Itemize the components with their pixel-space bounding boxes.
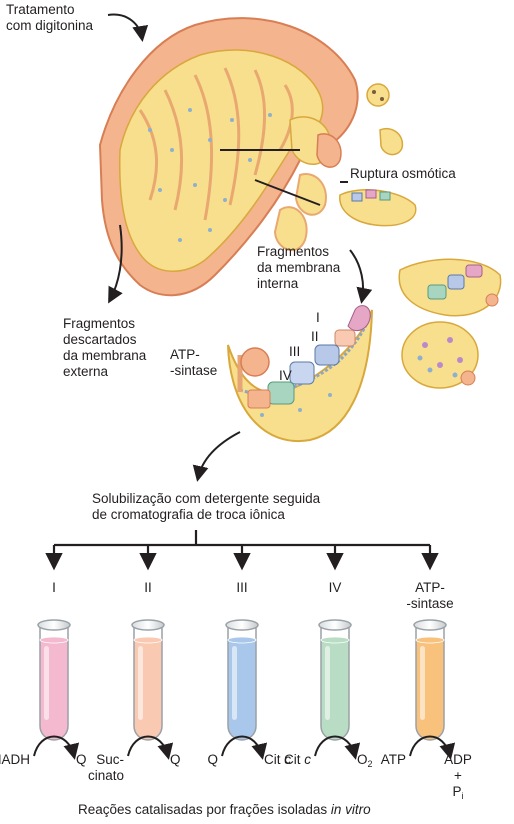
tube-meniscus bbox=[415, 636, 445, 644]
test-tubes bbox=[37, 619, 447, 741]
reaction-product-5: ADP + Pi bbox=[444, 752, 472, 801]
fraction-tree bbox=[45, 530, 439, 571]
inner-membrane-vesicle bbox=[227, 305, 373, 443]
mitochondrion-illustration bbox=[98, 17, 359, 297]
reaction-substrate-1: NADH bbox=[0, 752, 30, 767]
digitonin-label: Tratamento com digitonina bbox=[6, 2, 94, 33]
tube-meniscus bbox=[133, 636, 163, 644]
fragments-illustration bbox=[273, 83, 502, 389]
tube-rim bbox=[131, 619, 165, 631]
tube-glass bbox=[320, 626, 350, 741]
test-tube bbox=[318, 619, 352, 741]
tube-glass bbox=[415, 626, 445, 741]
tube-rim bbox=[225, 619, 259, 631]
reaction-arrow bbox=[221, 735, 268, 760]
complex-ii-label: II bbox=[311, 329, 319, 344]
reaction-arrow bbox=[33, 735, 80, 760]
reaction-product-2: Q bbox=[170, 752, 181, 767]
fraction-label-3: III bbox=[236, 580, 248, 595]
reaction-arrow bbox=[127, 735, 174, 760]
fraction-label-2: II bbox=[144, 580, 152, 595]
caption-italic: in vitro bbox=[330, 802, 371, 817]
tube-meniscus bbox=[320, 636, 350, 644]
tube-rim bbox=[318, 619, 352, 631]
osmotic-rupture-label: Ruptura osmótica bbox=[350, 166, 456, 181]
reaction-arrow bbox=[409, 735, 456, 760]
tube-highlight bbox=[325, 646, 330, 720]
tube-meniscus bbox=[39, 636, 69, 644]
tube-meniscus bbox=[227, 636, 257, 644]
tube-glass bbox=[39, 626, 69, 741]
tube-highlight bbox=[420, 646, 425, 720]
complex-iii-label: III bbox=[289, 344, 301, 359]
reaction-substrate-3: Q bbox=[207, 752, 218, 767]
complex-i-label: I bbox=[316, 310, 320, 325]
reaction-arrows bbox=[33, 735, 456, 760]
fraction-label-1: I bbox=[52, 580, 56, 595]
tube-highlight bbox=[138, 646, 143, 720]
inner-membrane-fragments-label: Fragmentos da membrana interna bbox=[257, 244, 341, 291]
tube-glass bbox=[227, 626, 257, 741]
caption-main: Reações catalisadas por frações isoladas bbox=[78, 802, 331, 817]
reaction-substrate-5: ATP bbox=[380, 752, 406, 767]
tube-highlight bbox=[232, 646, 237, 720]
connectors bbox=[107, 13, 373, 482]
test-tube bbox=[131, 619, 165, 741]
tube-glass bbox=[133, 626, 163, 741]
test-tube bbox=[225, 619, 259, 741]
fraction-label-4: IV bbox=[328, 580, 342, 595]
tube-rim bbox=[37, 619, 71, 631]
atp-synthase-label: ATP- -sintase bbox=[170, 347, 218, 378]
test-tube bbox=[37, 619, 71, 741]
caption: Reações catalisadas por frações isoladas… bbox=[78, 802, 371, 818]
reaction-substrate-2: Suc- cinato bbox=[87, 752, 124, 783]
reaction-product-3: Cit c bbox=[264, 752, 291, 767]
complex-iv-label: IV bbox=[279, 368, 292, 383]
reaction-substrate-4: Cit c bbox=[284, 752, 311, 767]
solubilization-label: Solubilização com detergente seguida de … bbox=[92, 491, 321, 522]
reaction-arrow bbox=[314, 735, 361, 760]
fraction-label-5: ATP- -sintase bbox=[406, 580, 454, 611]
tube-rim bbox=[413, 619, 447, 631]
tube-highlight bbox=[44, 646, 49, 720]
outer-membrane-fragments-label: Fragmentos descartados da membrana exter… bbox=[63, 316, 147, 379]
test-tube bbox=[413, 619, 447, 741]
reaction-product-1: Q bbox=[76, 752, 87, 767]
reaction-product-4: O2 bbox=[357, 752, 373, 769]
